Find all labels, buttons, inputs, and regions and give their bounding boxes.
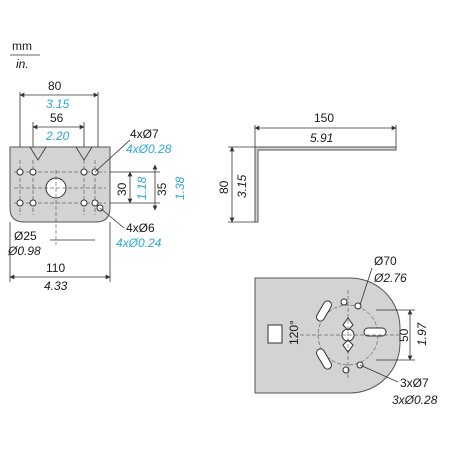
holes-bottom-mm: 4xØ6 xyxy=(126,221,155,235)
leader-4x6 xyxy=(99,207,125,229)
holes-in: 3xØ0.28 xyxy=(392,393,438,407)
hole xyxy=(16,199,24,207)
hole xyxy=(29,168,37,176)
holes-top-mm: 4xØ7 xyxy=(130,127,159,141)
dim-30-mm: 30 xyxy=(115,182,129,196)
hole xyxy=(91,199,99,207)
holes-mm: 3xØ7 xyxy=(400,376,429,390)
dim-35-in: 1.38 xyxy=(173,176,187,200)
dim-80-in: 3.15 xyxy=(46,97,70,111)
hole xyxy=(80,199,88,207)
dim-110-mm: 110 xyxy=(46,261,65,275)
hole xyxy=(16,168,24,176)
top-view: 120° Ø70 Ø2.76 50 1.97 3xØ7 3xØ0.28 xyxy=(254,254,438,407)
dim-50-mm: 50 xyxy=(397,328,411,342)
dim-80-side-mm: 80 xyxy=(217,180,231,194)
center-hole-in: Ø0.98 xyxy=(7,244,41,258)
holes-top-in: 4xØ0.28 xyxy=(126,142,172,156)
holes-bottom-in: 4xØ0.24 xyxy=(116,236,162,250)
slot xyxy=(316,300,332,322)
dim-56-mm: 56 xyxy=(50,111,64,125)
hole xyxy=(342,366,350,374)
slot xyxy=(363,327,387,337)
rect-slot xyxy=(267,324,283,344)
bolt-circle-mm: Ø70 xyxy=(374,254,397,268)
dim-110-in: 4.33 xyxy=(44,279,68,293)
hole xyxy=(354,302,362,310)
dim-35-mm: 35 xyxy=(155,182,169,196)
unit-inch: in. xyxy=(16,57,29,71)
side-view: 150 5.91 80 3.15 xyxy=(217,111,397,223)
leader-70 xyxy=(359,267,373,306)
angle-profile xyxy=(254,146,397,223)
dim-80-side-in: 3.15 xyxy=(235,174,249,198)
center-hole-mm: Ø25 xyxy=(14,229,37,243)
angle-label: 120° xyxy=(287,320,301,345)
unit-mm: mm xyxy=(12,39,32,53)
hole xyxy=(340,298,348,306)
dim-150-in: 5.91 xyxy=(310,131,333,145)
leader-3x7 xyxy=(359,364,399,383)
leader-4x7 xyxy=(94,139,131,173)
front-view: 80 3.15 56 2.20 4xØ7 4xØ0.28 4xØ6 4xØ0.2… xyxy=(7,79,187,293)
base-plate xyxy=(254,277,401,394)
slot xyxy=(316,348,332,370)
dim-150-mm: 150 xyxy=(314,111,334,125)
dim-30-in: 1.18 xyxy=(135,176,149,200)
hole xyxy=(29,199,37,207)
dim-80-mm: 80 xyxy=(48,79,62,93)
notch-left xyxy=(29,146,47,161)
dim-50-in: 1.97 xyxy=(415,321,429,346)
hole xyxy=(80,168,88,176)
bolt-circle-in: Ø2.76 xyxy=(373,271,407,285)
dim-56-in: 2.20 xyxy=(45,129,70,143)
